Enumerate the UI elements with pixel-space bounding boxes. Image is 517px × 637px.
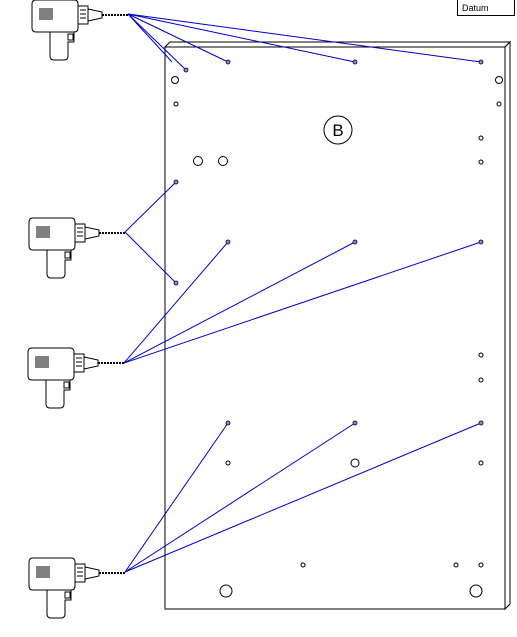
datum-label: Datum <box>457 0 515 16</box>
drill-icon <box>27 347 125 409</box>
drill-guide-lines <box>123 13 482 573</box>
panel-b: B <box>163 40 512 611</box>
drill-icon <box>28 557 126 619</box>
panel-label: B <box>332 121 343 140</box>
drill-icon <box>31 0 129 61</box>
panel-holes <box>171 76 503 598</box>
drill-icon <box>28 217 126 279</box>
pilot-holes <box>173 59 484 426</box>
